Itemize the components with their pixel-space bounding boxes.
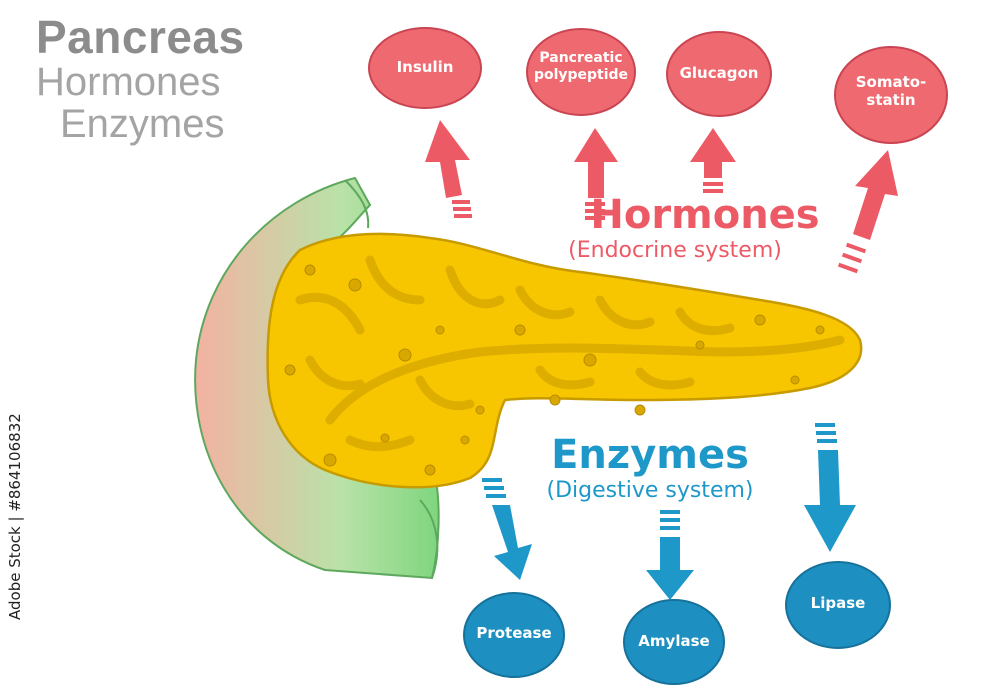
label-lipase: Lipase (810, 594, 866, 612)
bubble-pancreatic-polypeptide (526, 28, 636, 116)
label-amylase: Amylase (638, 632, 710, 650)
pancreas-ducts (295, 255, 845, 452)
enzyme-arrows (482, 423, 856, 600)
label-pancreatic-polypeptide: Pancreatic polypeptide (533, 50, 629, 83)
enzymes-heading: Enzymes (551, 432, 749, 478)
stock-credit: Adobe Stock | #864106832 (6, 413, 24, 620)
duodenum-edge-top (344, 179, 370, 229)
enzyme-arrow-lipase (804, 423, 856, 552)
title-pancreas: Pancreas (36, 11, 245, 63)
label-protease: Protease (476, 624, 552, 642)
hormone-arrow-insulin (425, 120, 472, 218)
bubble-glucagon (666, 31, 772, 117)
pancreas-granules (284, 264, 825, 476)
hormone-arrow-somatostatin (837, 150, 898, 274)
bubble-somatostatin (834, 46, 948, 144)
label-somatostatin: Somato-statin (855, 73, 927, 109)
title-hormones: Hormones (36, 60, 221, 104)
title-enzymes: Enzymes (60, 102, 225, 146)
hormone-arrow-glucagon (690, 128, 736, 193)
bubble-amylase (623, 599, 725, 685)
hormone-bubbles (368, 27, 948, 144)
enzyme-arrow-amylase (646, 510, 694, 600)
duodenum-edge-bottom (419, 499, 439, 579)
label-insulin: Insulin (396, 58, 454, 76)
enzymes-subheading: (Digestive system) (546, 478, 754, 503)
bubble-protease (463, 592, 565, 678)
enzyme-arrow-protease (482, 478, 532, 580)
title-block: Pancreas Hormones Enzymes (36, 14, 245, 144)
bubble-lipase (785, 561, 891, 649)
hormone-arrow-pancreatic-polypeptide (574, 128, 618, 220)
hormone-arrows (425, 120, 898, 274)
hormones-heading: Hormones (590, 192, 820, 238)
label-glucagon: Glucagon (679, 64, 759, 82)
enzyme-bubbles (463, 561, 891, 685)
hormones-subheading: (Endocrine system) (568, 238, 782, 263)
bubble-insulin (368, 27, 482, 109)
